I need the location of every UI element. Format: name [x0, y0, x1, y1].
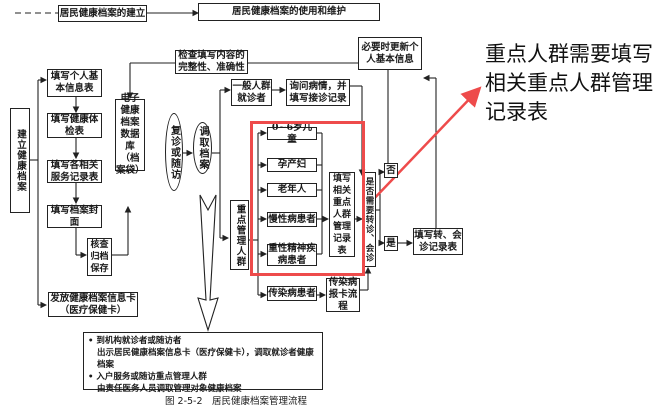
answer-yes: 是 — [384, 236, 398, 251]
stage-use-maintain: 居民健康档案的使用和维护 — [198, 3, 380, 21]
infectious-patients: 传染病患者 — [267, 286, 317, 301]
note-detail-1: 出示居民健康档案信息卡（医疗保健卡），调取就诊者健康档案 — [97, 348, 314, 370]
group-mental: 重性精神疾病患者 — [267, 243, 317, 266]
infectious-report: 传染病报卡流程 — [326, 277, 360, 312]
stage-establish: 居民健康档案的建立 — [58, 5, 147, 22]
notes-box: 到机构就诊者或随访者 出示居民健康档案信息卡（医疗保健卡），调取就诊者健康档案 … — [83, 332, 323, 394]
step-service-record: 填写各相关服务记录表 — [47, 160, 102, 183]
check-completeness: 检查填写内容的完整性、准确性 — [175, 50, 248, 74]
group-children: 0~6岁儿童 — [267, 122, 317, 145]
annotation-text: 重点人群需要填写相关重点人群管理记录表 — [485, 42, 653, 124]
key-management-group: 重点管理人群 — [230, 200, 249, 270]
retrieve-record: 调取档案 — [193, 122, 212, 174]
update-basic-info: 必要时更新个人基本信息 — [358, 37, 422, 70]
note-title-2: 入户服务或随访重点管理人群 — [88, 371, 318, 383]
establish-record: 建立健康档案 — [10, 108, 30, 213]
fill-key-record: 填写相关重点人群管理记录表 — [329, 172, 355, 257]
note-title-1: 到机构就诊者或随访者 — [88, 335, 318, 347]
step-archive: 核查归档保存 — [87, 238, 112, 276]
record-database: 电子健康档案数据库（档案袋） — [115, 93, 145, 176]
inquire-record: 询问病情，并填写接诊记录 — [286, 79, 350, 106]
general-patients: 一般人群就诊者 — [231, 79, 272, 106]
step-basic-info: 填写个人基本信息表 — [47, 69, 102, 97]
group-elderly: 老年人 — [267, 183, 317, 197]
figure-caption: 图 2-5-2 居民健康档案管理流程 — [165, 396, 308, 407]
referral-form: 填写转、会诊记录表 — [413, 228, 463, 255]
answer-no: 否 — [384, 163, 398, 178]
group-chronic: 慢性病患者 — [267, 212, 317, 227]
referral-question: 是否需要转诊、会诊 — [362, 172, 376, 267]
issue-card: 发放健康档案信息卡（医疗保健卡） — [48, 292, 138, 317]
note-detail-2: 由责任医务人员调取管理对象健康档案 — [97, 384, 242, 394]
step-cover: 填写档案封面 — [47, 205, 102, 228]
group-maternal: 孕产妇 — [267, 158, 317, 172]
step-health-exam: 填写健康体检表 — [47, 113, 102, 138]
revisit-followup: 复诊或随访 — [165, 113, 183, 191]
